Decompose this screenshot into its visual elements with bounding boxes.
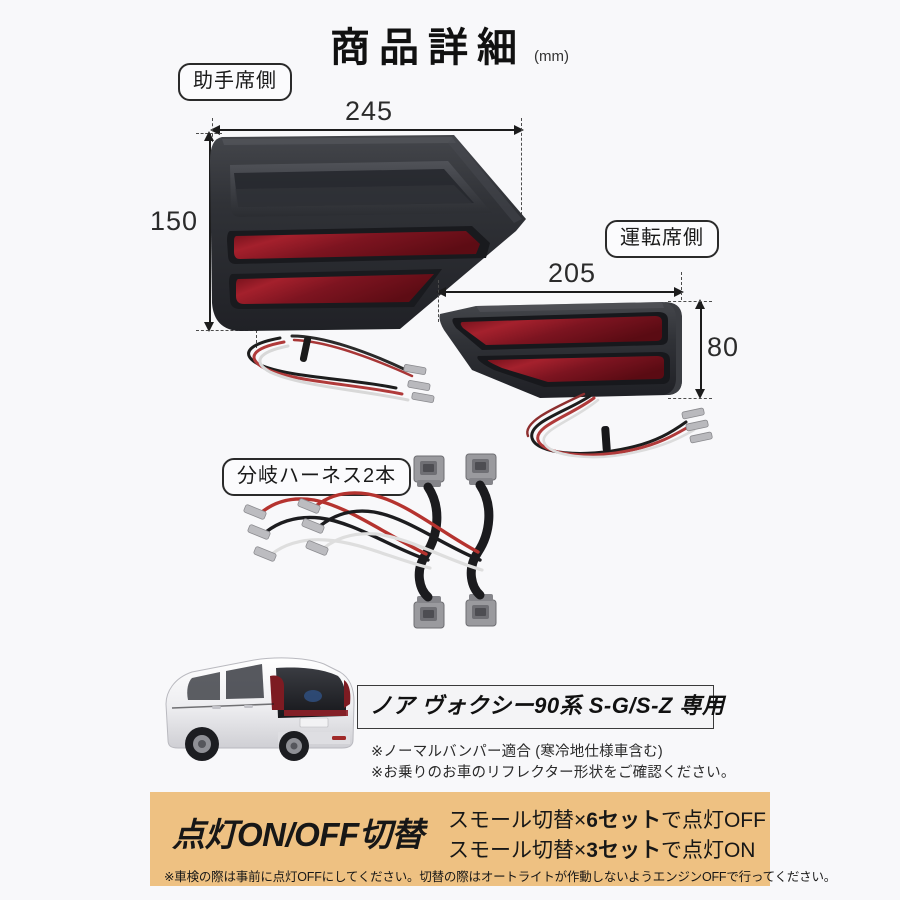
driver-wire-harness (506, 392, 746, 472)
arrow-left-245 (210, 125, 220, 135)
guide-150-bottom-tick (256, 330, 257, 348)
vehicle-model-box: ノア ヴォクシー90系 S-G/S-Z 専用 (357, 685, 725, 730)
switch-line-1-post: で点灯OFF (660, 809, 766, 832)
guide-80-top (668, 301, 712, 302)
arrow-up-80 (695, 299, 705, 309)
driver-height-dimension: 80 (707, 332, 740, 362)
dimension-rule-80 (700, 302, 702, 394)
switch-line-1-pre: スモール切替× (448, 809, 587, 832)
vehicle-note-1: ※ノーマルバンパー適合 (寒冷地仕様車含む) (371, 744, 663, 760)
vehicle-photo (158, 648, 363, 768)
arrow-left-205 (436, 287, 446, 297)
arrow-down-150 (204, 322, 214, 332)
guide-245-right (521, 118, 522, 220)
switch-line-2-pre: スモール切替× (448, 839, 587, 862)
harness-connector-upper-2 (465, 453, 497, 485)
guide-150-bottom (196, 330, 258, 331)
dimension-rule-205 (440, 291, 682, 293)
arrow-up-150 (204, 131, 214, 141)
lighting-switch-banner: 点灯ON/OFF切替 スモール切替×6セットで点灯OFF スモール切替×3セット… (150, 792, 836, 886)
branch-harness-label: 分岐ハーネス2本 (222, 458, 412, 496)
switch-line-1-count: 6セット (586, 809, 661, 832)
guide-205-right (681, 272, 682, 300)
switch-banner-title: 点灯ON/OFF切替 (172, 816, 424, 853)
switch-instruction-line-1: スモール切替×6セットで点灯OFF (448, 804, 766, 834)
branch-harness-illustration (228, 450, 528, 645)
dimension-rule-245 (214, 129, 522, 131)
driver-side-label: 運転席側 (605, 220, 719, 258)
guide-80-bottom (668, 398, 712, 399)
page-title-group: 商品詳細 (mm) (330, 28, 569, 68)
switch-line-2-post: で点灯ON (660, 839, 756, 862)
arrow-right-245 (514, 125, 524, 135)
passenger-height-dimension: 150 (150, 206, 199, 236)
guide-150-top (196, 133, 222, 134)
guide-205-left (438, 280, 439, 322)
switch-banner-note: ※車検の際は事前に点灯OFFにしてください。切替の際はオートライトが作動しないよ… (164, 870, 837, 884)
passenger-wire-harness (228, 330, 488, 420)
driver-width-dimension: 205 (548, 258, 597, 288)
switch-line-2-count: 3セット (586, 839, 661, 862)
vehicle-model-label: ノア ヴォクシー90系 S-G/S-Z 専用 (370, 693, 725, 718)
passenger-width-dimension: 245 (345, 96, 394, 126)
passenger-reflector-part (204, 131, 534, 336)
passenger-side-label: 助手席側 (178, 63, 292, 101)
harness-connector-lower-1 (413, 596, 445, 629)
unit-label: (mm) (534, 48, 569, 65)
harness-connector-upper-1 (413, 455, 445, 487)
arrow-down-80 (695, 389, 705, 399)
vehicle-note-2: ※お乗りのお車のリフレクター形状をご確認ください。 (371, 765, 736, 781)
page-title: 商品詳細 (330, 26, 526, 70)
guide-245-left (212, 118, 213, 142)
driver-reflector-part (436, 298, 688, 402)
switch-instruction-line-2: スモール切替×3セットで点灯ON (448, 834, 755, 864)
arrow-right-205 (674, 287, 684, 297)
dimension-rule-150 (209, 134, 211, 327)
